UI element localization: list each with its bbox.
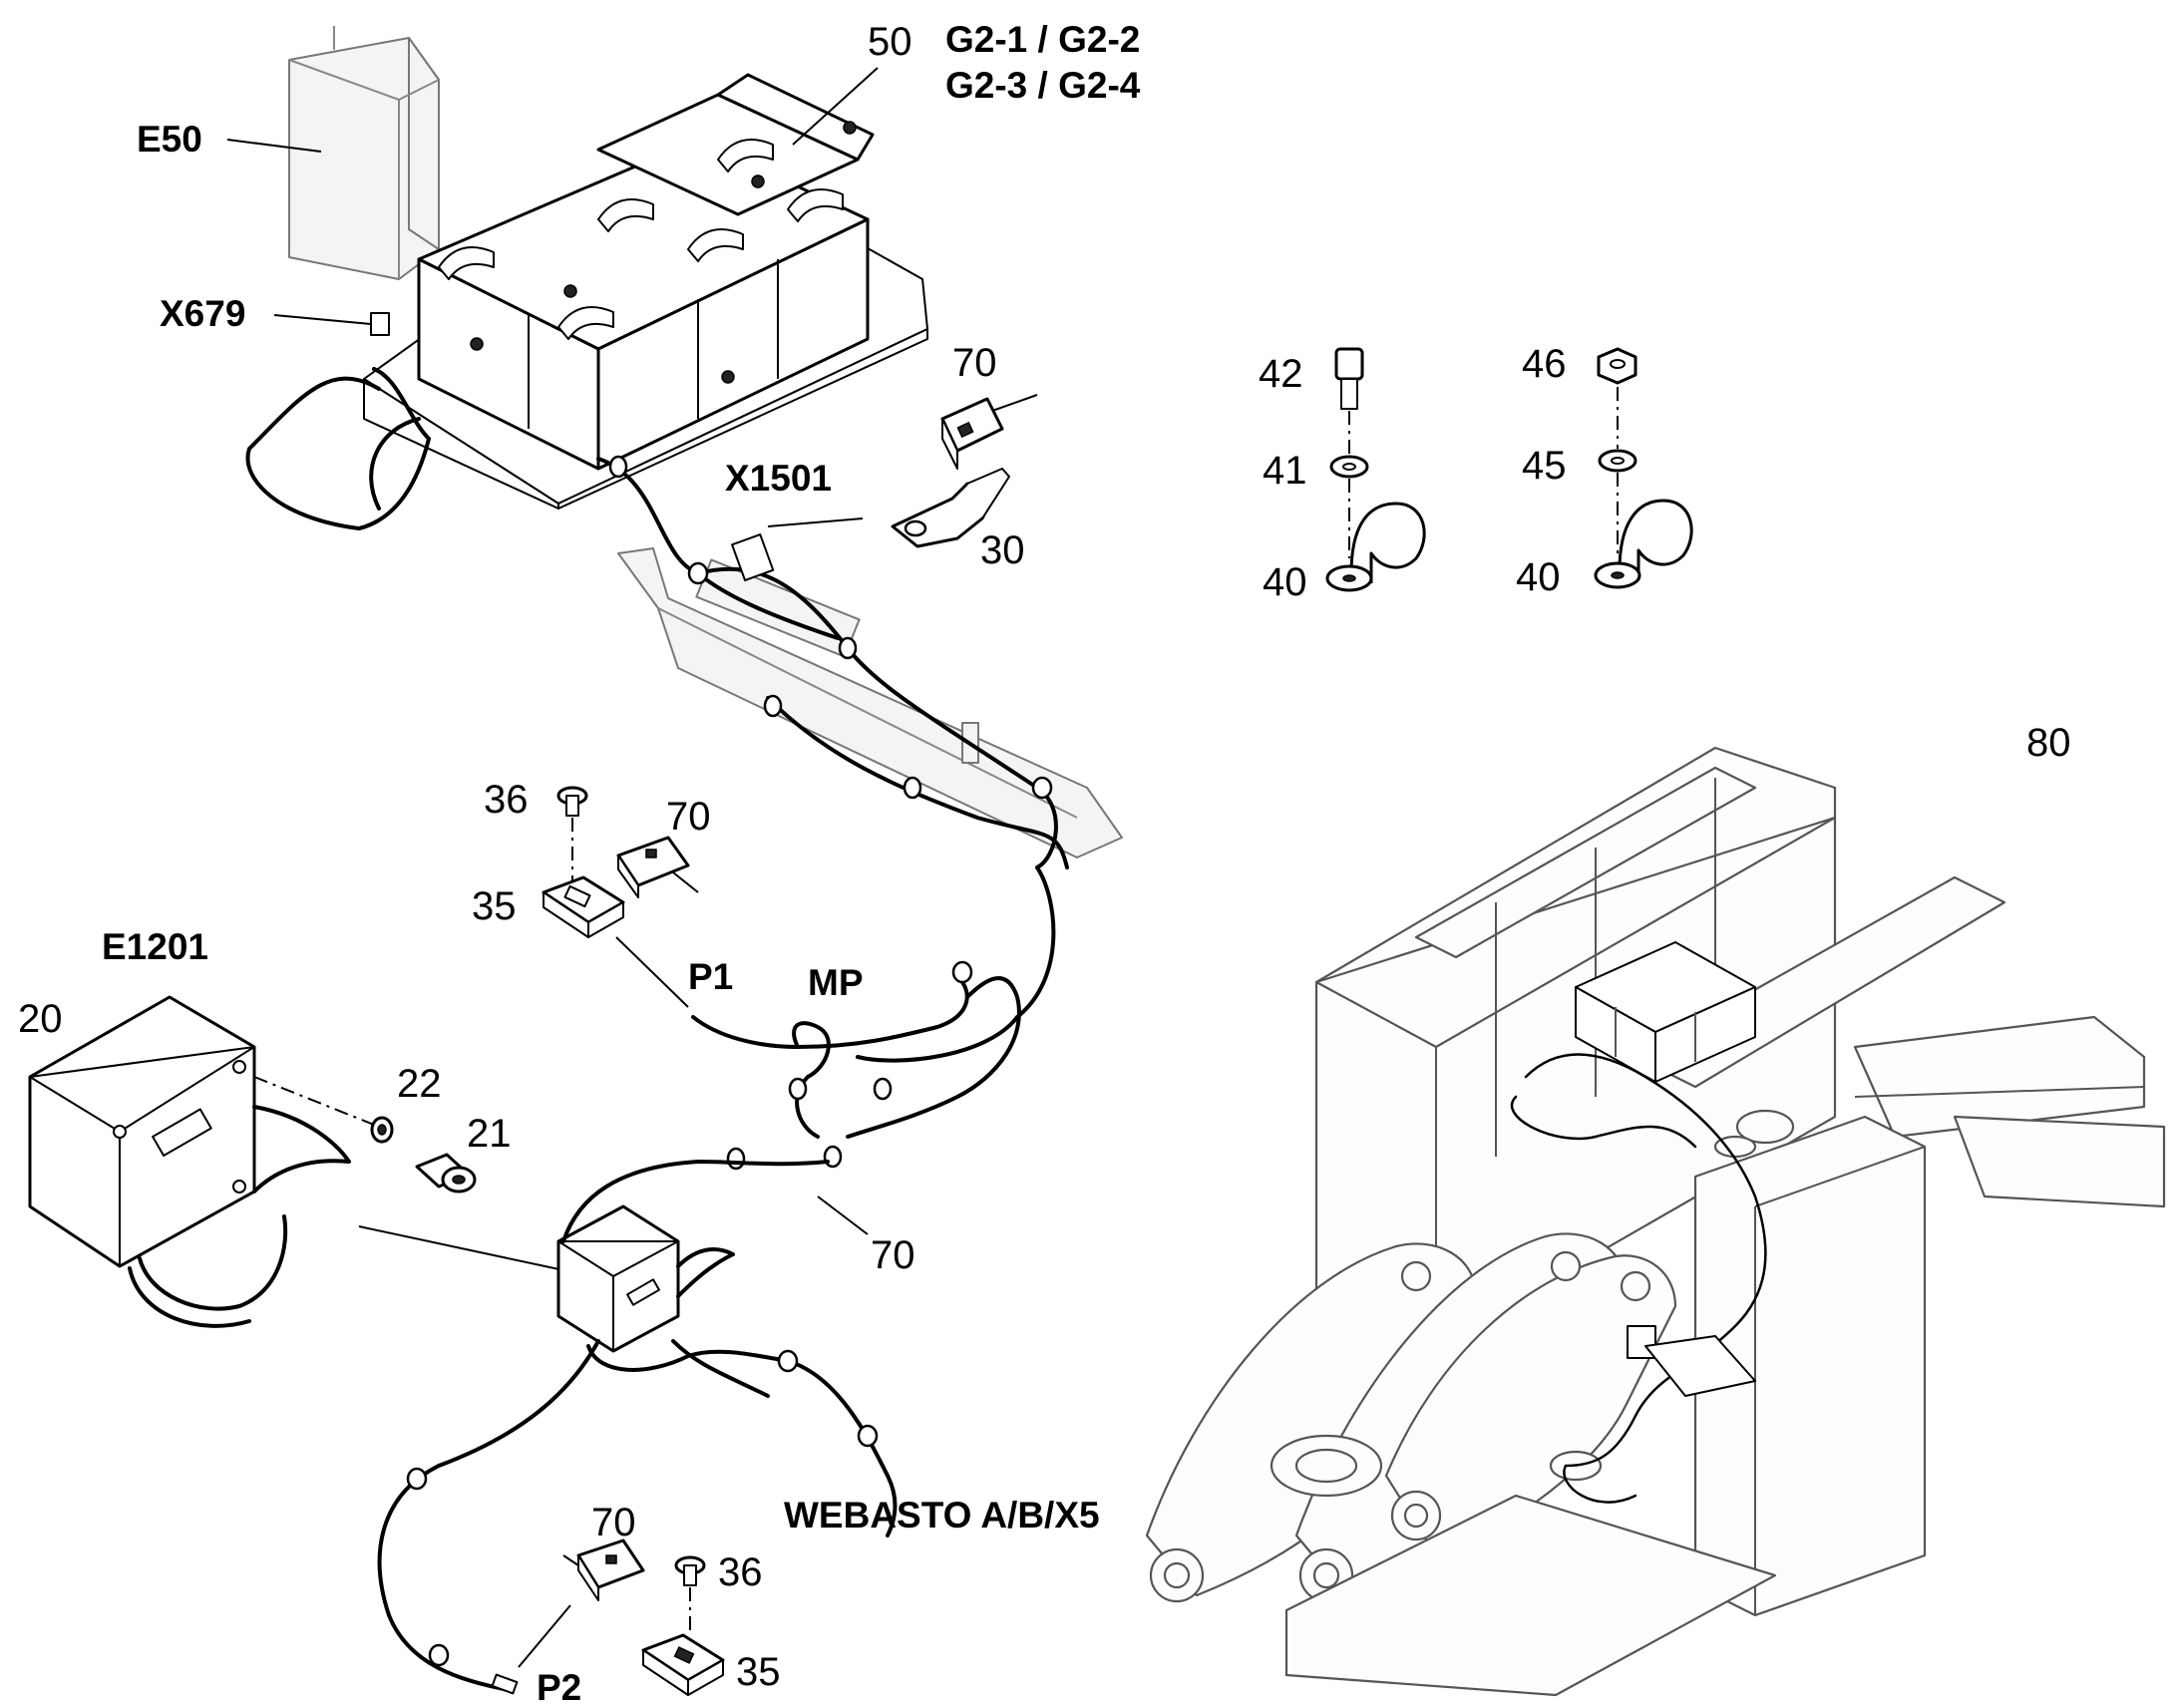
- callout-42: 42: [1259, 352, 1303, 396]
- p2-leader: [518, 1604, 571, 1668]
- washer-41: [1329, 455, 1369, 479]
- connector-70-mid: [616, 836, 699, 898]
- e50-label: E50: [137, 119, 202, 160]
- screw-36-bottom: [674, 1555, 706, 1586]
- x679-connector: [370, 312, 390, 336]
- callout-21: 21: [467, 1112, 512, 1156]
- mp-label: MP: [808, 962, 864, 1003]
- harness-junction-box: [556, 1204, 735, 1353]
- x1501-leader: [767, 517, 864, 527]
- callout-20: 20: [18, 997, 63, 1041]
- leader-e50: [226, 139, 322, 153]
- webasto-label: WEBASTO A/B/X5: [784, 1495, 1100, 1536]
- connector-70-bottom: [562, 1538, 645, 1601]
- callout-41: 41: [1263, 449, 1307, 493]
- callout-80: 80: [2026, 721, 2071, 765]
- battery-set: [245, 73, 928, 530]
- bolt-42: [1334, 347, 1364, 410]
- p1-label: P1: [688, 956, 733, 997]
- washer-45: [1598, 449, 1637, 473]
- screw-36-mid: [556, 786, 588, 817]
- x1501-label: X1501: [725, 458, 832, 499]
- g2-label-line2: G2-3 / G2-4: [945, 65, 1141, 106]
- g2-label-line1: G2-1 / G2-2: [945, 19, 1140, 60]
- machine-frame: [1145, 746, 2166, 1697]
- p2-label: P2: [537, 1667, 581, 1708]
- lower-harness-cable: [377, 1160, 898, 1695]
- callout-45: 45: [1522, 444, 1567, 488]
- callout-70-mid: 70: [666, 795, 711, 839]
- box-leader: [358, 1225, 569, 1272]
- bracket-35-bottom: [641, 1633, 725, 1696]
- nut-46: [1597, 347, 1637, 385]
- screw-21: [415, 1153, 477, 1194]
- p1-mp-cable: [691, 960, 1021, 1171]
- callout-36-mid: 36: [484, 778, 529, 822]
- callout-70-cable: 70: [871, 1233, 915, 1277]
- callout-40-right: 40: [1516, 555, 1561, 599]
- callout-70-top: 70: [952, 341, 997, 385]
- callout-40-left: 40: [1263, 560, 1307, 604]
- bracket-30: [891, 468, 1010, 548]
- callout-22: 22: [397, 1062, 442, 1106]
- x679-label: X679: [160, 293, 245, 334]
- callout-36-bottom: 36: [718, 1550, 763, 1594]
- leader-50: [792, 67, 879, 146]
- connector-70-top: [940, 394, 1038, 470]
- callout-70-bottom: 70: [591, 1501, 636, 1544]
- cable-clamp-40-right: [1594, 499, 1693, 589]
- e1201-label: E1201: [102, 926, 208, 967]
- callout-50: 50: [868, 20, 912, 64]
- leader-70-cable: [817, 1196, 869, 1235]
- leader-x679: [273, 314, 372, 325]
- e1201-junction-box: [28, 995, 351, 1328]
- callout-35-bottom: 35: [736, 1650, 781, 1694]
- main-harness-cable: [596, 455, 1069, 1063]
- cable-clamp-40-left: [1325, 502, 1426, 592]
- washer-22: [370, 1116, 394, 1144]
- axis-e1201: [253, 1076, 380, 1128]
- callout-35-mid: 35: [472, 884, 517, 928]
- callout-46: 46: [1522, 342, 1567, 386]
- callout-30: 30: [980, 528, 1025, 572]
- p1-leader: [615, 936, 689, 1008]
- bracket-35-mid: [542, 875, 625, 938]
- e50-control-box: [288, 26, 440, 280]
